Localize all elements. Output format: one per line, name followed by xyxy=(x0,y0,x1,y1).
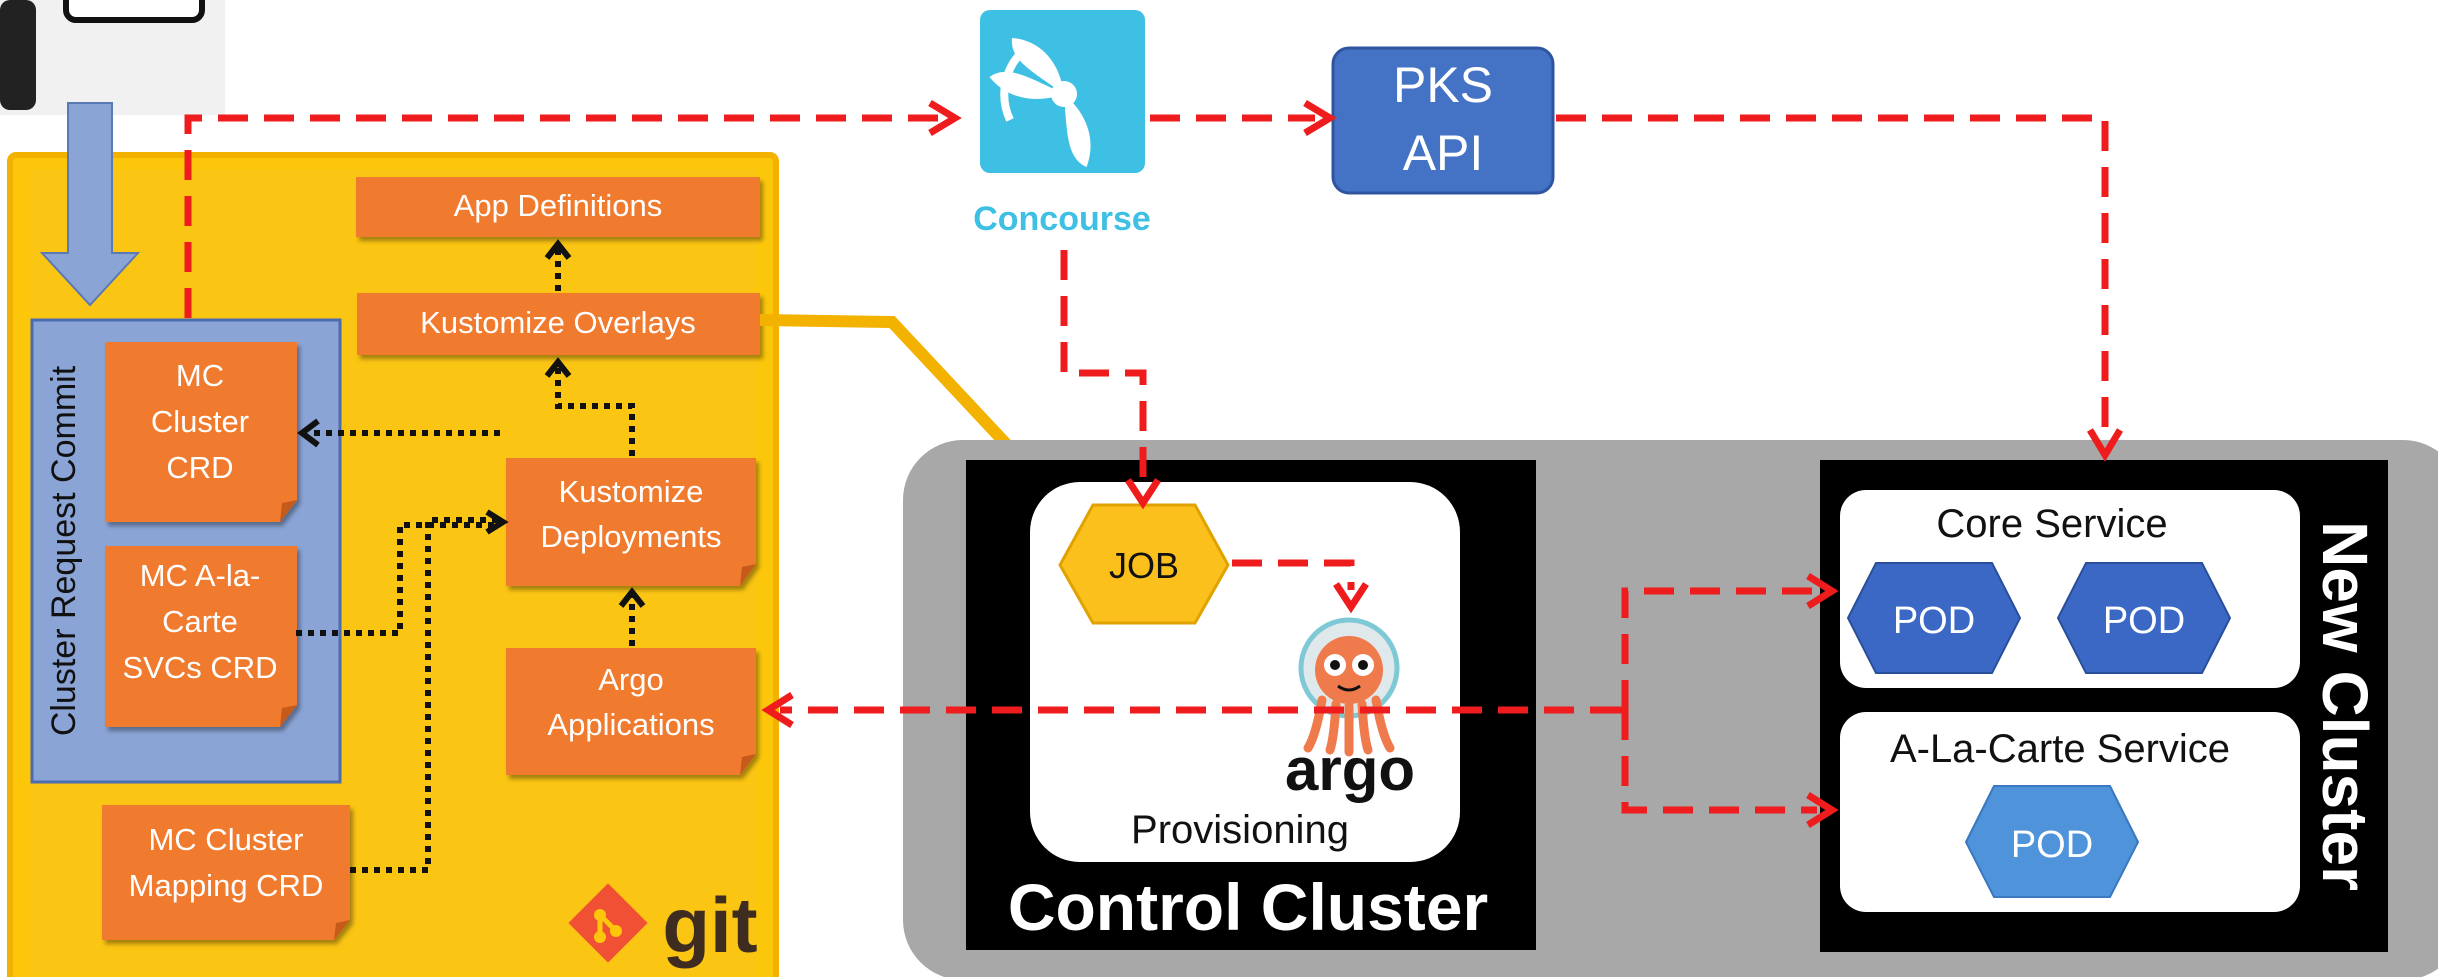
kustomize-overlays-note xyxy=(357,293,760,355)
pod-node: POD xyxy=(1964,785,2140,898)
dotted-arrowheads xyxy=(297,239,646,608)
mc-alacarte-crd-label-2: Carte xyxy=(162,604,238,639)
app-definitions-note xyxy=(356,177,760,237)
pod-label: POD xyxy=(2103,600,2185,642)
mc-alacarte-crd-label-1: MC A-la- xyxy=(140,558,261,593)
alacarte-service-label: A-La-Carte Service xyxy=(1890,727,2230,771)
repository-icon xyxy=(0,0,225,115)
job-label: JOB xyxy=(1109,545,1179,586)
argo-applications-note xyxy=(506,648,756,775)
api-label: API xyxy=(1403,125,1484,181)
kustomize-deployments-note xyxy=(506,458,756,586)
control-cluster: Control Cluster Provisioning xyxy=(966,460,1536,950)
note-folds xyxy=(280,500,756,940)
dotted-connectors xyxy=(296,247,635,873)
argo-applications-label-2: Applications xyxy=(547,707,714,742)
pod-node: POD xyxy=(2056,562,2232,674)
argo-wordmark: argo xyxy=(1285,736,1415,803)
new-cluster-title: New Cluster xyxy=(2309,521,2381,891)
argo-applications-label-1: Argo xyxy=(598,662,663,697)
git-wordmark: git xyxy=(662,881,757,969)
concourse-label: Concourse xyxy=(973,200,1151,238)
mc-cluster-crd-note xyxy=(105,342,297,522)
commit-down-arrow xyxy=(39,102,141,307)
pks-label: PKS xyxy=(1393,57,1493,113)
pod-label: POD xyxy=(1893,600,1975,642)
mc-alacarte-crd-label-3: SVCs CRD xyxy=(122,650,277,685)
mc-cluster-crd-label-3: CRD xyxy=(166,450,233,485)
cluster-request-commit-label: Cluster Request Commit xyxy=(45,365,83,736)
red-dashed-flows xyxy=(184,114,2109,814)
pod-label: POD xyxy=(2011,824,2093,866)
mc-cluster-crd-label-2: Cluster xyxy=(151,404,249,439)
kustomize-deployments-label-1: Kustomize xyxy=(559,474,704,509)
mc-cluster-crd-label-1: MC xyxy=(176,358,224,393)
pod-node: POD xyxy=(1846,562,2022,674)
control-cluster-title: Control Cluster xyxy=(1008,870,1488,944)
mc-alacarte-crd-note xyxy=(105,546,297,727)
provisioning-label: Provisioning xyxy=(1131,808,1349,852)
mc-cluster-mapping-note xyxy=(102,805,350,940)
git-logo: git xyxy=(568,881,758,969)
kustomize-deployments-label-2: Deployments xyxy=(541,519,722,554)
app-definitions-label: App Definitions xyxy=(454,188,663,223)
kustomize-overlays-label: Kustomize Overlays xyxy=(420,305,696,340)
core-service-label: Core Service xyxy=(1936,502,2167,546)
pks-api-box: PKS API xyxy=(1331,46,1555,195)
argo-logo: argo xyxy=(1285,617,1415,803)
job-node: JOB xyxy=(1058,503,1230,625)
propeller-icon xyxy=(989,38,1091,168)
concourse-logo: Concourse xyxy=(973,10,1151,238)
mc-cluster-mapping-label-2: Mapping CRD xyxy=(129,868,324,903)
mc-cluster-mapping-label-1: MC Cluster xyxy=(148,822,303,857)
red-arrowheads xyxy=(761,99,2124,828)
